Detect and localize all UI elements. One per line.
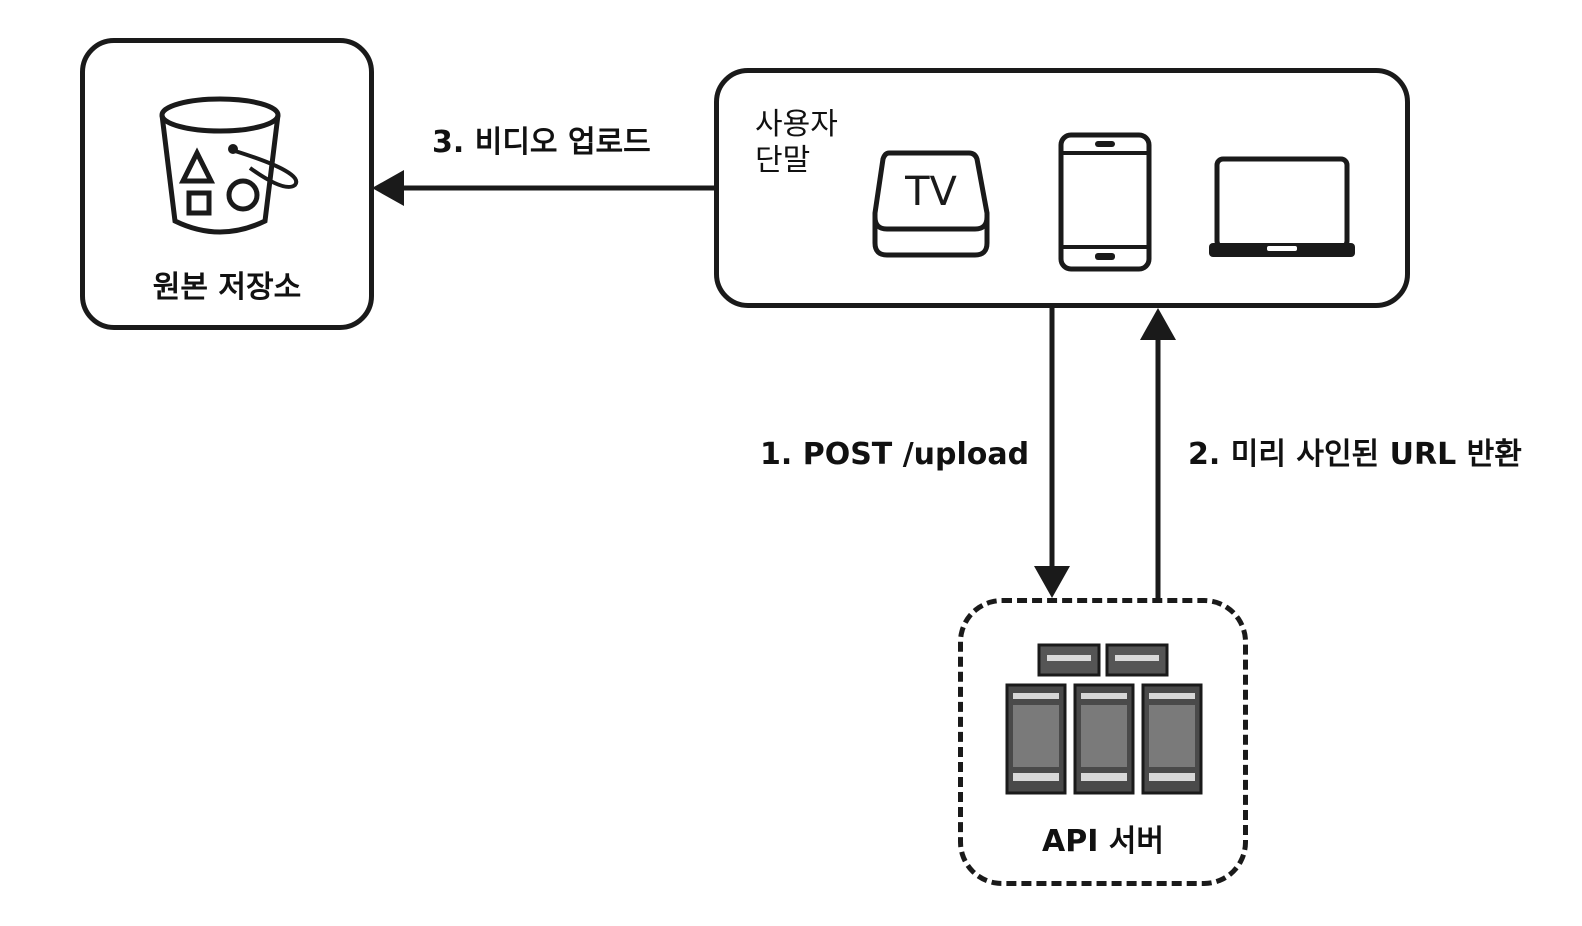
laptop-icon — [1209, 156, 1355, 257]
server-tower-2 — [1073, 683, 1135, 795]
origin-storage-node: 원본 저장소 — [80, 38, 374, 330]
user-devices-label-line1: 사용자 — [755, 107, 838, 142]
edge-label-upload-request: 1. POST /upload — [760, 437, 1030, 472]
arrowhead-down — [1034, 566, 1070, 598]
edge-video-upload — [372, 170, 716, 206]
user-devices-label-line2: 단말 — [755, 143, 811, 178]
smartphone-icon — [1058, 132, 1152, 272]
user-devices-label: 사용자 단말 — [755, 107, 838, 179]
origin-storage-label: 원본 저장소 — [152, 270, 302, 305]
edge-upload-request — [1034, 308, 1070, 598]
edge-presigned-url-return — [1140, 308, 1176, 600]
arrowhead-up — [1140, 308, 1176, 340]
tv-text: TV — [904, 169, 957, 215]
api-server-node: API 서버 — [958, 598, 1248, 886]
user-devices-node: 사용자 단말 TV — [714, 68, 1410, 308]
server-rack-icon — [1005, 643, 1203, 795]
server-tower-3 — [1141, 683, 1203, 795]
api-server-label: API 서버 — [1041, 824, 1164, 859]
edge-label-video-upload: 3. 비디오 업로드 — [432, 125, 651, 160]
bucket-icon — [159, 96, 299, 235]
edge-label-presigned-url-return: 2. 미리 사인된 URL 반환 — [1188, 437, 1522, 472]
arrowhead-left — [372, 170, 404, 206]
server-tower-1 — [1005, 683, 1067, 795]
tv-box-icon: TV — [872, 150, 990, 258]
